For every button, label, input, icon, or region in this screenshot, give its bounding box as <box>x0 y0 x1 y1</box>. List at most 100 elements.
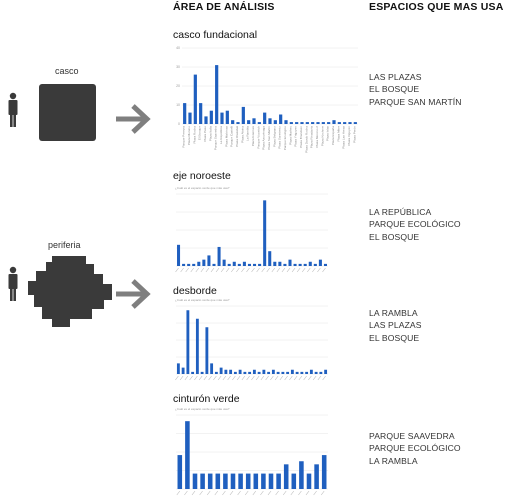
zone-label-periferia: periferia <box>48 240 81 250</box>
x-tick-mark <box>225 267 230 273</box>
chart-bar <box>289 122 293 124</box>
chart-bar <box>192 473 198 489</box>
chart-bar <box>195 318 199 374</box>
space-item: PARQUE ECOLÓGICO <box>369 443 461 454</box>
chart-bar <box>209 110 213 124</box>
x-tick-label: La Rambla <box>246 126 250 141</box>
section-title-desborde: desborde <box>173 285 217 297</box>
spaces-list-desborde: LA RAMBLA LAS PLAZAS EL BOSQUE <box>369 307 422 344</box>
x-tick-label: Plaza Alsina <box>240 126 244 143</box>
chart-bar <box>257 122 261 124</box>
x-tick-mark <box>271 267 276 273</box>
chart-bar <box>205 327 209 374</box>
chart-bar <box>252 118 256 124</box>
x-tick-mark <box>282 490 287 496</box>
chart-bar <box>231 120 235 124</box>
chart-bar <box>204 116 208 124</box>
x-tick-mark <box>307 267 311 273</box>
chart-eje-noroeste <box>175 193 328 273</box>
chart-bar <box>286 371 290 374</box>
x-tick-mark <box>241 375 246 381</box>
chart-bar <box>230 473 236 489</box>
chart-bar <box>236 122 240 124</box>
x-tick-mark <box>184 490 188 496</box>
x-tick-mark <box>289 375 293 381</box>
x-tick-mark <box>298 490 302 496</box>
x-tick-label: Plaza Moreno <box>187 126 191 145</box>
chart-bar <box>291 473 297 489</box>
chart-bar <box>343 122 347 124</box>
x-tick-label: Plaza Yrigoyen <box>294 126 298 147</box>
y-tick-label: 0 <box>178 122 180 126</box>
zone-label-casco: casco <box>55 66 79 76</box>
space-item: EL BOSQUE <box>369 332 420 343</box>
x-tick-label: Plaza Italia <box>208 126 212 141</box>
chart-bar <box>242 261 246 266</box>
x-tick-label: Plaza Mitre <box>336 126 340 142</box>
x-tick-mark <box>266 267 270 273</box>
chart-bar <box>176 363 180 374</box>
spaces-header: ESPACIOS QUE MAS USA <box>369 1 504 13</box>
x-tick-mark <box>236 267 240 273</box>
chart-bar <box>281 371 285 374</box>
x-tick-mark <box>320 490 325 496</box>
x-tick-mark <box>176 490 181 496</box>
x-tick-mark <box>251 267 255 273</box>
chart-question: ¿Cuál es el espacio verde que más usa? <box>175 407 230 411</box>
x-tick-mark <box>281 267 286 273</box>
chart-bar <box>283 263 287 266</box>
spaces-list-casco: LAS PLAZAS EL BOSQUE PARQUE SAN MARTÍN <box>369 71 462 108</box>
x-tick-mark <box>284 375 288 381</box>
x-tick-mark <box>308 375 312 381</box>
chart-bar <box>200 371 204 374</box>
chart-bar <box>238 369 242 374</box>
x-tick-mark <box>231 267 235 273</box>
chart-bar <box>219 367 223 374</box>
chart-bar <box>288 259 292 266</box>
chart-bar <box>271 369 275 374</box>
x-tick-mark <box>291 267 296 273</box>
x-tick-mark <box>298 375 303 381</box>
chart-bar <box>241 106 245 124</box>
chart-bar <box>185 421 190 489</box>
chart-bar <box>319 371 323 374</box>
y-tick-label: 40 <box>176 46 180 50</box>
chart-bar <box>284 120 288 124</box>
chart-bar <box>268 473 274 489</box>
chart-bar <box>316 122 320 124</box>
chart-bar <box>290 369 294 374</box>
x-tick-label: Plaza Dardo Rocha <box>304 126 308 153</box>
periferia-blob-shape <box>28 256 112 327</box>
x-tick-mark <box>246 375 250 381</box>
x-tick-label: Plaza Paso <box>203 126 207 142</box>
x-tick-mark <box>246 267 250 273</box>
chart-bar <box>257 371 261 374</box>
chart-bar <box>314 371 318 374</box>
chart-bar <box>188 112 192 124</box>
chart-bar <box>268 251 272 266</box>
x-tick-label: Plaza Moreno 2 <box>315 126 319 148</box>
arrow-right-icon <box>116 279 151 309</box>
chart-bar <box>182 263 186 266</box>
chart-bar <box>295 122 299 124</box>
chart-bar <box>300 371 304 374</box>
x-tick-mark <box>232 375 236 381</box>
person-icon <box>8 92 18 127</box>
chart-bar <box>273 120 277 124</box>
x-tick-label: Parque Saavedra <box>214 126 218 150</box>
chart-bar <box>186 310 190 374</box>
chart-bar <box>318 259 322 266</box>
person-icon <box>8 266 18 301</box>
x-tick-label: Plaza España <box>331 126 335 145</box>
chart-bar <box>237 263 241 266</box>
x-tick-mark <box>229 490 234 496</box>
x-tick-mark <box>252 490 257 496</box>
section-title-eje-noroeste: eje noroeste <box>173 170 231 182</box>
chart-bar <box>337 122 341 124</box>
x-tick-label: Plaza Perón <box>352 126 356 143</box>
x-tick-label: Plaza Islas <box>326 126 330 141</box>
x-tick-mark <box>312 375 317 381</box>
chart-bar <box>223 473 228 489</box>
chart-bar <box>247 120 251 124</box>
